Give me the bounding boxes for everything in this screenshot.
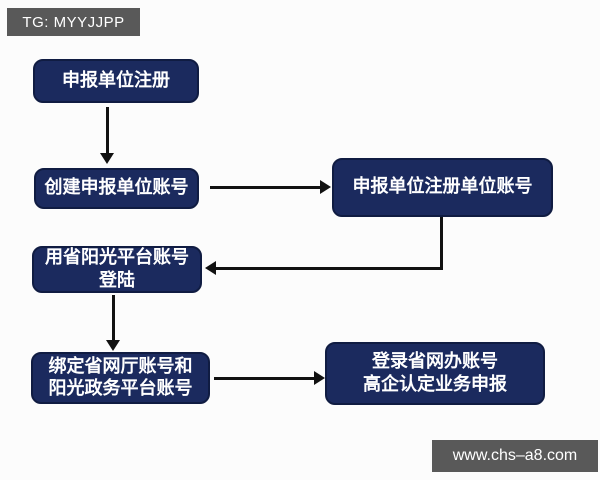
- edge-unitaccount-login-vline: [440, 217, 443, 269]
- flow-node-create-account-label: 创建申报单位账号: [44, 177, 189, 199]
- edge-unitaccount-login-hline: [216, 267, 443, 270]
- flow-node-apply-label: 登录省网办账号 高企认定业务申报: [363, 351, 507, 395]
- flow-node-login: 用省阳光平台账号 登陆: [32, 246, 202, 293]
- arrow-right-icon: [314, 371, 325, 385]
- flow-node-unit-account: 申报单位注册单位账号: [332, 158, 553, 217]
- edge-register-create-line: [106, 107, 109, 154]
- edge-create-unitaccount-line: [210, 186, 322, 189]
- website-watermark: www.chs–a8.com: [432, 440, 598, 472]
- arrow-right-icon: [320, 180, 331, 194]
- edge-login-bind-line: [112, 295, 115, 341]
- flow-node-login-label: 用省阳光平台账号 登陆: [45, 247, 189, 291]
- arrow-down-icon: [106, 340, 120, 351]
- flow-node-register-label: 申报单位注册: [62, 69, 170, 91]
- flow-node-register: 申报单位注册: [33, 59, 199, 103]
- edge-bind-apply-line: [214, 377, 316, 380]
- flow-node-create-account: 创建申报单位账号: [34, 168, 199, 209]
- flow-node-unit-account-label: 申报单位注册单位账号: [352, 176, 533, 198]
- flow-node-bind-label: 绑定省网厅账号和 阳光政务平台账号: [48, 355, 193, 400]
- arrow-left-icon: [205, 261, 216, 275]
- flow-node-bind: 绑定省网厅账号和 阳光政务平台账号: [31, 352, 210, 404]
- telegram-watermark: TG: MYYJJPP: [7, 8, 140, 36]
- flow-node-apply: 登录省网办账号 高企认定业务申报: [325, 342, 545, 405]
- arrow-down-icon: [100, 153, 114, 164]
